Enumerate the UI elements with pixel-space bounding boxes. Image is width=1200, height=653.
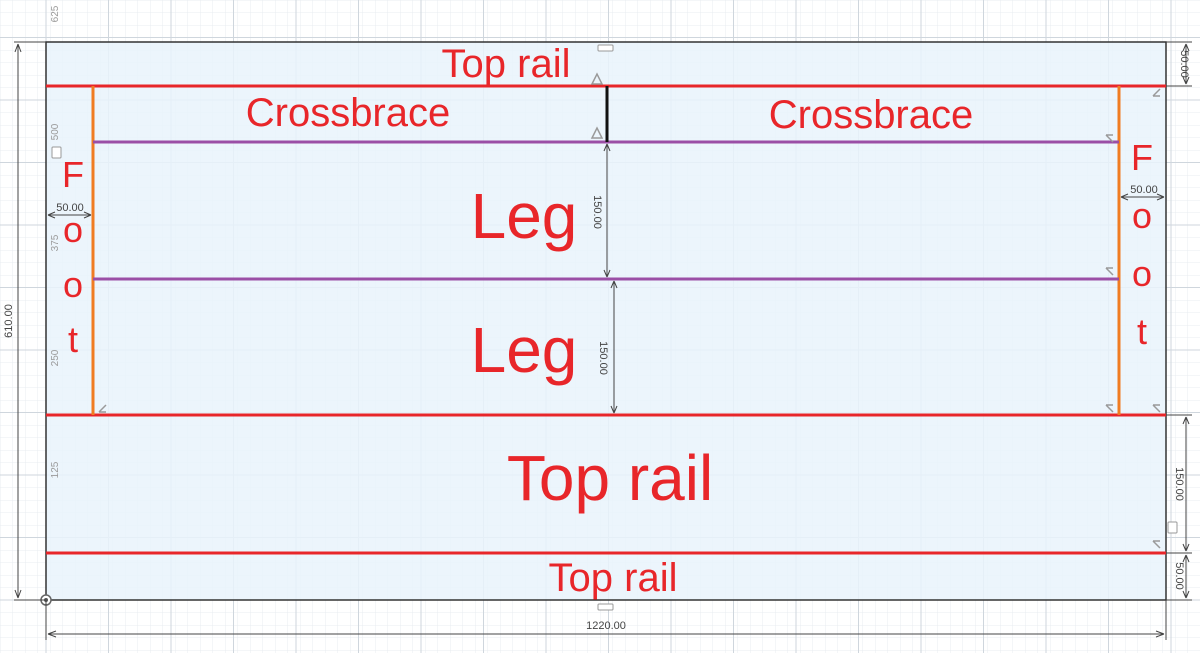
leg-label: Leg [471,180,578,252]
constraint-glyphs [98,72,1161,549]
crossbrace-label: Crossbrace [769,93,974,137]
horizontal-constraint-icon[interactable] [597,603,614,611]
overall-height-dimension[interactable]: 610.00 [3,304,15,338]
midpoint-constraint-icon[interactable] [590,126,604,139]
coincident-constraint-icon[interactable] [98,404,107,413]
ruler-tick: 625 [50,5,61,22]
dimension-texts: 1220.00 610.00 50.00 150.00 50.00 150.00… [3,50,1190,632]
vertical-constraint-icon[interactable] [51,146,62,159]
horizontal-constraint-icon[interactable] [597,44,614,52]
leg-label: Leg [471,314,578,386]
horizontal-constraint-glyphs [51,44,1178,611]
coincident-constraint-icon[interactable] [1105,134,1114,143]
arrowheads [47,630,1165,638]
coincident-constraint-icon[interactable] [1105,404,1114,413]
leg-upper-dimension[interactable]: 150.00 [591,195,603,229]
leg-lower-dimension[interactable]: 150.00 [597,341,609,375]
vertical-ruler: 625 500 375 250 125 [50,5,61,478]
coincident-constraint-icon[interactable] [1152,404,1161,413]
top-rail-label: Top rail [442,42,571,86]
foot-left-dimension[interactable]: 50.00 [56,202,84,214]
lower-rail-dimension[interactable]: 50.00 [1173,562,1185,590]
coincident-constraint-icon[interactable] [1152,88,1161,97]
dimension-lines [14,41,1192,640]
foot-right-dimension[interactable]: 50.00 [1130,184,1158,196]
crossbrace-label: Crossbrace [246,91,451,135]
top-rail-label: Top rail [507,442,713,514]
coincident-constraint-icon[interactable] [1152,540,1161,549]
midpoint-constraint-icon[interactable] [590,72,604,85]
vertical-constraint-icon[interactable] [1167,521,1178,534]
ruler-tick: 375 [50,234,61,251]
ruler-tick: 250 [50,349,61,366]
upper-rail-dimension[interactable]: 50.00 [1178,50,1190,78]
part-labels: Top rail Crossbrace Crossbrace Leg Leg T… [62,42,1153,600]
arrowheads [47,211,92,219]
top-rail-label: Top rail [549,556,678,600]
arrowheads [14,43,22,599]
middle-rail-dimension[interactable]: 150.00 [1173,467,1185,501]
arrowheads [1182,43,1190,599]
coincident-constraint-icon[interactable] [1105,267,1114,276]
ruler-tick: 125 [50,461,61,478]
overall-width-dimension[interactable]: 1220.00 [586,620,626,632]
arrowheads [1120,193,1165,201]
arrowheads [603,143,611,278]
ruler-tick: 500 [50,123,61,140]
arrowheads [610,280,618,414]
